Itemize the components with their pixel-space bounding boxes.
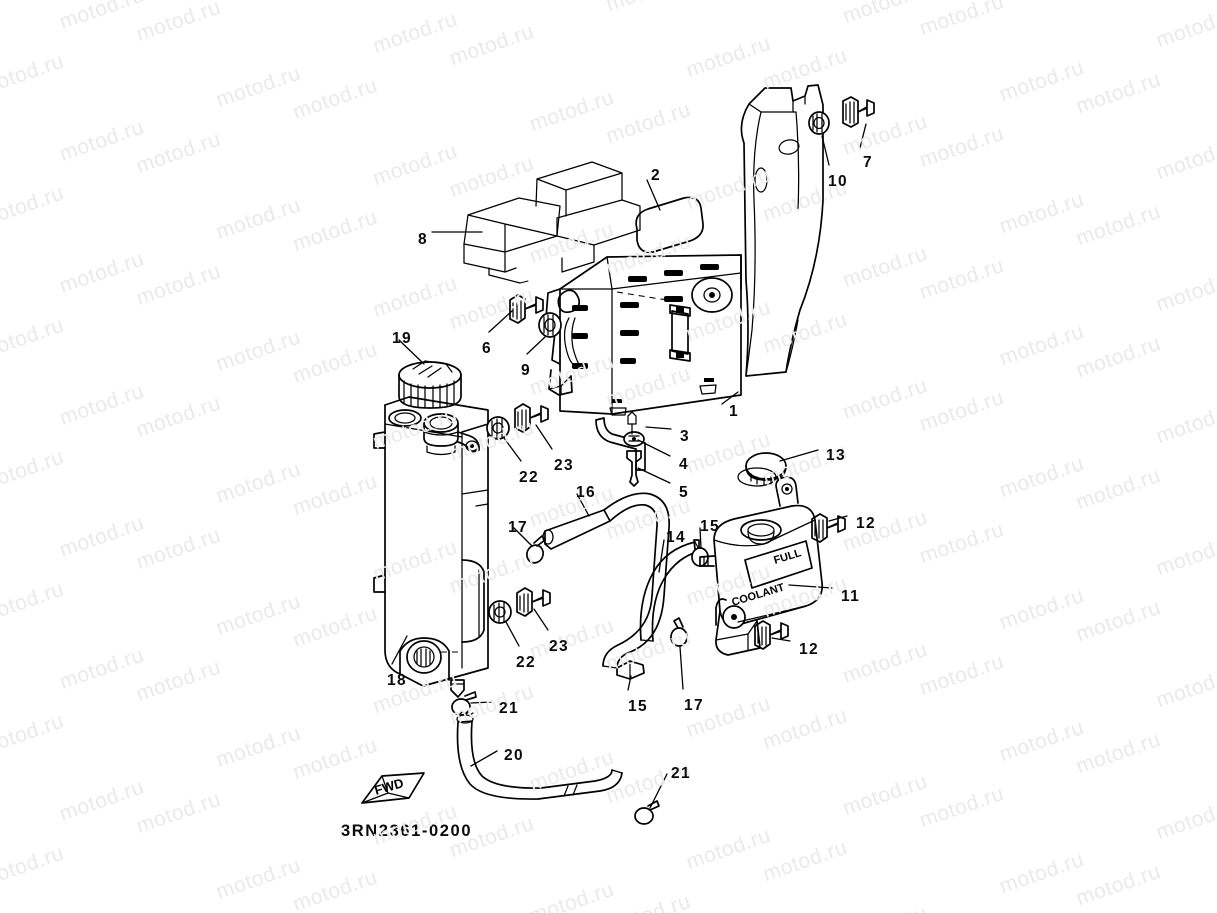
callout-number-6[interactable]: 6 [482,340,493,357]
callout-number-10[interactable]: 10 [828,173,849,190]
part-13-reservoir-cap [737,452,787,487]
part-1-side-frame [740,84,824,377]
part-11-coolant-reservoir: FULL COOLANT [699,476,824,656]
callout-number-22[interactable]: 22 [519,469,540,486]
callout-number-23[interactable]: 23 [549,638,570,655]
part-23-bolt-upper [514,403,549,433]
part-19-filler-cap [398,360,462,409]
callout-number-22[interactable]: 22 [516,654,537,671]
callout-number-3[interactable]: 3 [680,428,691,445]
part-9-grommet [538,312,562,338]
part-15-clamp-bottom [616,660,645,680]
callout-number-17[interactable]: 17 [684,697,705,714]
callout-number-1[interactable]: 1 [729,403,740,420]
callout-number-5[interactable]: 5 [679,484,690,501]
part-22-washer-lower [488,600,512,624]
diagram-part-number: 3RN2361-0200 [341,822,473,840]
part-18-radiator-assembly [373,396,489,698]
part-12-bolt-lower [754,620,789,650]
callout-number-18[interactable]: 18 [387,672,408,689]
callout-number-21[interactable]: 21 [671,765,692,782]
part-2-cap-plate [635,196,704,254]
part-17-clamp-left [526,535,546,564]
callout-number-23[interactable]: 23 [554,457,575,474]
callout-number-20[interactable]: 20 [504,747,525,764]
part-5-pin [626,411,642,487]
part-20-water-hose [456,710,623,800]
part-8-air-duct [463,161,641,284]
callout-number-14[interactable]: 14 [666,529,687,546]
part-7-bolt [842,96,875,128]
callout-number-15[interactable]: 15 [700,518,721,535]
callout-number-2[interactable]: 2 [651,167,662,184]
callout-number-8[interactable]: 8 [418,231,429,248]
callout-number-11[interactable]: 11 [841,588,861,605]
part-4-grommet [623,431,645,447]
callout-number-13[interactable]: 13 [826,447,847,464]
callout-number-7[interactable]: 7 [863,154,874,171]
callout-number-21[interactable]: 21 [499,700,520,717]
callout-number-19[interactable]: 19 [392,330,413,347]
callout-number-15[interactable]: 15 [628,698,649,715]
leader-lines [391,123,867,809]
part-17-clamp-right [670,617,688,647]
part-10-collar [808,111,830,135]
part-23-bolt-lower [516,587,551,617]
callout-number-4[interactable]: 4 [679,456,690,473]
part-6-bolt [509,294,544,324]
callout-number-9[interactable]: 9 [521,362,532,379]
callout-number-16[interactable]: 16 [576,484,597,501]
main-coolant-hose [602,492,670,669]
callout-number-12[interactable]: 12 [799,641,820,658]
part-22-washer-upper [486,416,510,440]
part-12-bolt-upper [811,513,846,543]
callout-number-17[interactable]: 17 [508,519,529,536]
callout-number-12[interactable]: 12 [856,515,877,532]
